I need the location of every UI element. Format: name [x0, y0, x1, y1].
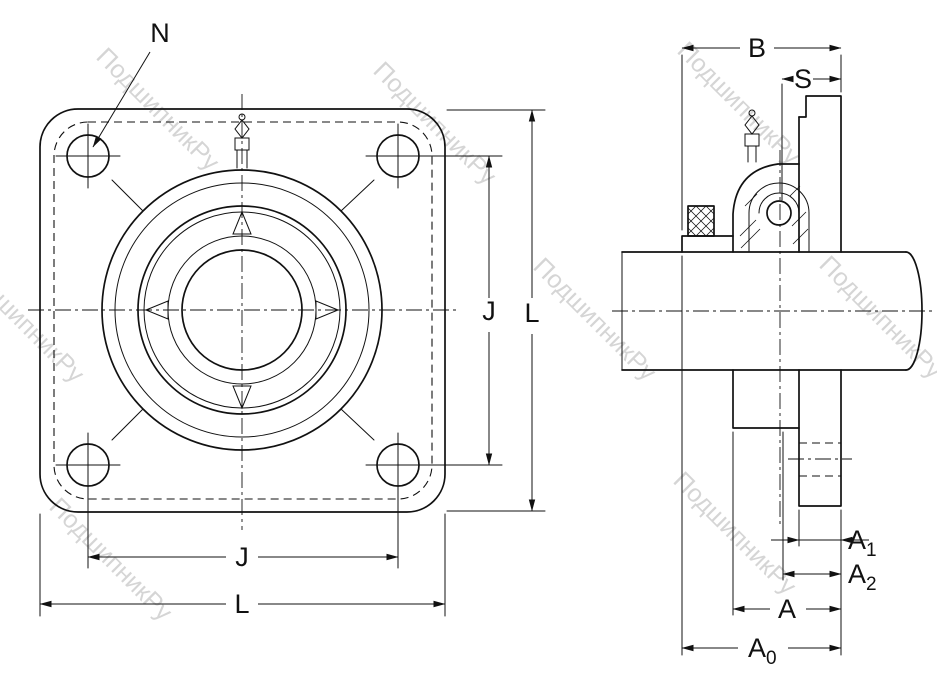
cast-ribs [111, 179, 375, 441]
dim-B: B [681, 33, 842, 231]
shaft-bore [181, 249, 303, 371]
shaft-end-arc [905, 251, 923, 371]
flange-side-profile [788, 95, 852, 507]
label-A0: A0 [748, 633, 777, 669]
grease-fitting-side [744, 109, 760, 163]
bolt-hole-bottom-right [365, 432, 431, 498]
dim-A2: A2 [782, 431, 877, 595]
watermark-text: ПодшипникРу [672, 36, 806, 170]
grease-nipple-tip [748, 109, 756, 117]
lube-marker-top [232, 210, 252, 235]
dim-A: A [732, 431, 842, 624]
bolt-hole-top-left [55, 123, 121, 189]
set-screw [687, 205, 715, 237]
grease-fitting-front [234, 113, 250, 169]
dim-L-vertical: L [446, 109, 546, 512]
front-view: N J L J [28, 18, 546, 619]
flange-plate-outline [39, 108, 446, 513]
lube-markers [144, 210, 340, 410]
watermark-text: ПодшипникРу [368, 56, 502, 190]
dim-J-horizontal: J [87, 488, 399, 572]
locking-collar [681, 205, 734, 253]
label-J-horizontal: J [235, 542, 249, 572]
side-view: B S A1 A2 A [612, 33, 932, 669]
raceway-arc [758, 192, 800, 214]
dim-L-horizontal: L [39, 513, 446, 619]
outer-ring-arc [748, 182, 780, 214]
outer-ring-arc [778, 182, 810, 214]
label-L-horizontal: L [234, 589, 249, 619]
back-boss-hidden-outline [53, 121, 433, 500]
housing-outer-profile [732, 163, 800, 253]
label-J-vertical: J [482, 296, 496, 326]
dim-A1: A1 [771, 509, 877, 656]
bolt-hole-top-right [365, 123, 431, 189]
label-L-vertical: L [524, 298, 539, 328]
bolt-hole-bottom-left [55, 432, 121, 498]
section-hatch [739, 185, 809, 249]
watermark-text: ПодшипникРу [0, 254, 90, 388]
label-N: N [150, 18, 170, 48]
shaft [621, 251, 923, 371]
set-screw-knurl [687, 205, 715, 237]
dim-N: N [92, 18, 170, 148]
lube-marker-right [315, 300, 340, 320]
leader-line-N [92, 51, 151, 148]
dim-S: S [781, 64, 842, 201]
bearing-insert-section [681, 109, 810, 253]
label-A1: A1 [848, 525, 877, 561]
grease-nipple-tip [238, 113, 246, 121]
ball [766, 200, 792, 226]
watermark-text: ПодшипникРу [668, 466, 802, 600]
label-S: S [794, 64, 812, 94]
label-A2: A2 [848, 559, 877, 595]
housing-hub [732, 369, 800, 429]
lube-marker-bottom [232, 385, 252, 410]
watermark-text: ПодшипникРу [528, 252, 662, 386]
dim-J-vertical: J [419, 155, 503, 466]
dim-A0: A0 [681, 255, 842, 669]
label-A: A [778, 594, 796, 624]
label-B: B [748, 33, 766, 63]
lube-marker-left [144, 300, 169, 320]
